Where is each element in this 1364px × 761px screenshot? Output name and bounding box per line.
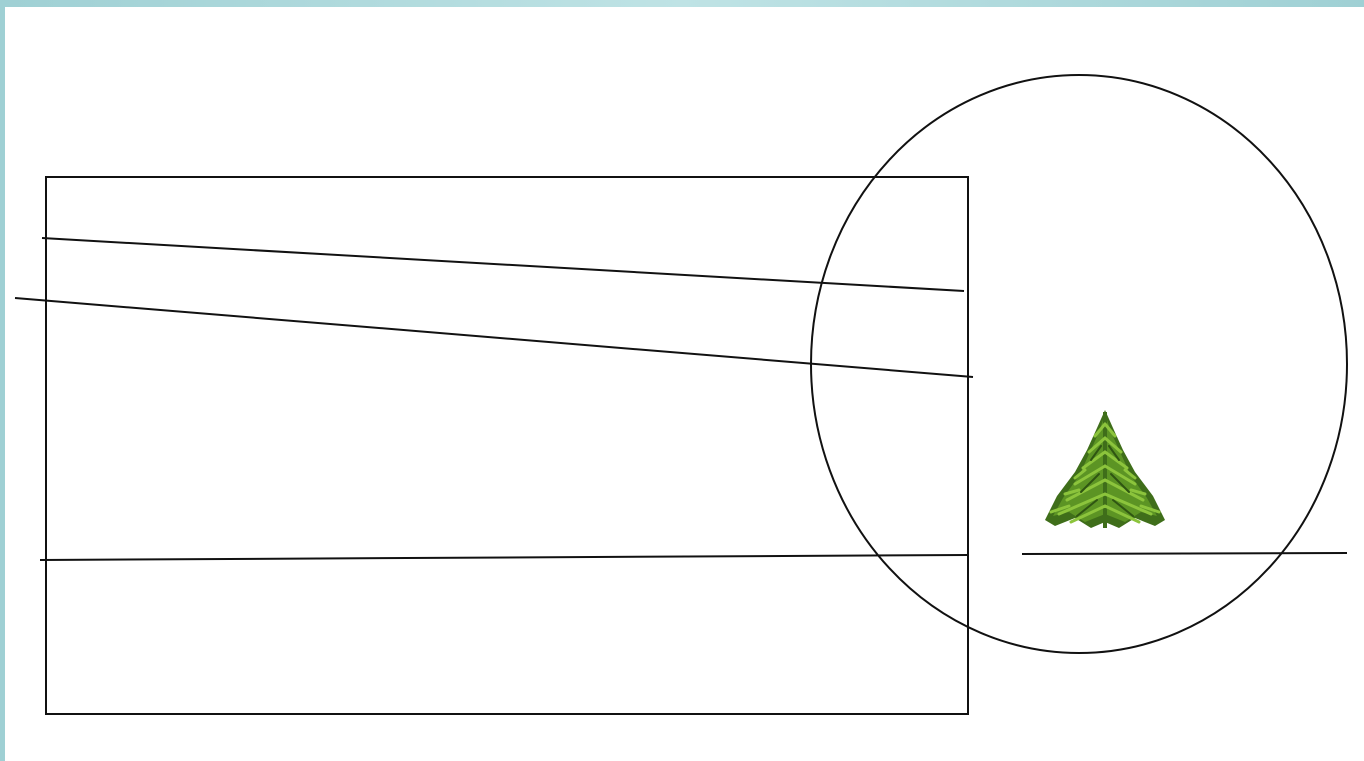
upper-sloped-line: [42, 238, 964, 291]
horizontal-line-left: [40, 555, 968, 560]
tree-icon: [1045, 410, 1165, 528]
horizontal-line-right: [1022, 553, 1347, 554]
circle: [811, 75, 1347, 653]
lower-sloped-line: [15, 298, 973, 377]
